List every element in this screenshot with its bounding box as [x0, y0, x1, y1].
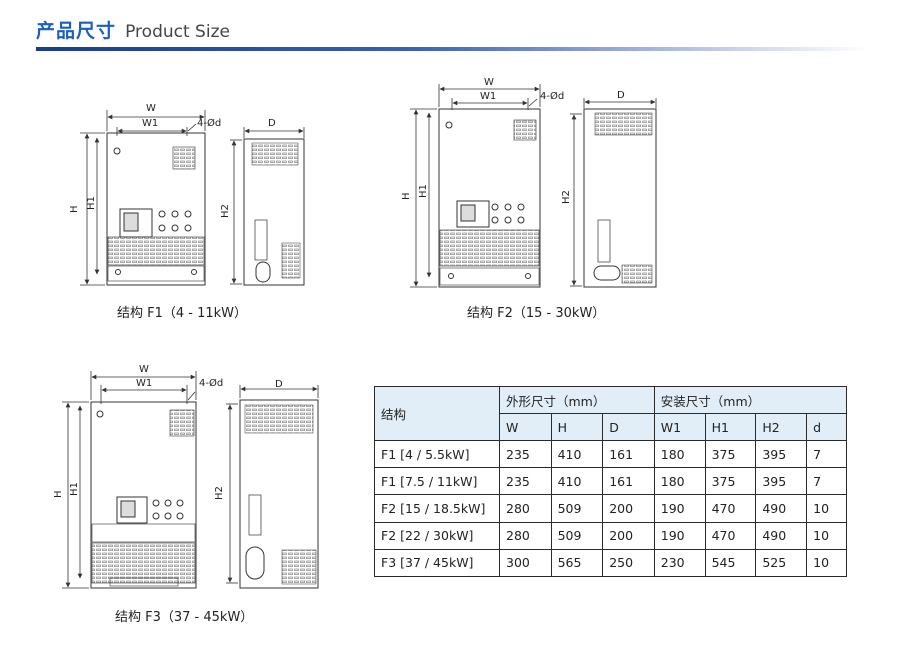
model-cell: F1 [4 / 5.5kW] — [374, 439, 500, 469]
outline-dims-header: 外形尺寸（mm） — [499, 386, 655, 414]
table-row: F1 [4 / 5.5kW] 235 410 161 180 375 395 7 — [374, 439, 847, 469]
f2-caption: 结构 F2（15 - 30kW） — [467, 306, 606, 321]
model-cell: F3 [37 / 45kW] — [374, 548, 500, 578]
structure-header: 结构 — [374, 386, 500, 441]
f2-dim-text: W W1 4-Ød D H H1 H2 — [401, 77, 625, 204]
col-header: d — [806, 413, 847, 441]
f3-label-w: W — [139, 364, 149, 375]
table-cell: 235 — [499, 467, 552, 496]
f2-label-h1: H1 — [418, 184, 429, 198]
table-cell: 280 — [499, 521, 552, 550]
table-cell: 375 — [704, 467, 757, 496]
f2-label-d: D — [617, 90, 625, 101]
f2-label-w: W — [484, 77, 494, 88]
table-cell: 230 — [653, 548, 706, 578]
f1-label-w: W — [146, 103, 156, 114]
model-cell: F1 [7.5 / 11kW] — [374, 467, 500, 496]
table-cell: 200 — [602, 521, 655, 550]
col-header: W1 — [653, 413, 706, 441]
section-header: 产品尺寸 Product Size — [36, 16, 230, 46]
f1-front-view — [106, 132, 206, 286]
table-cell: 161 — [602, 467, 655, 496]
col-header: H1 — [704, 413, 757, 441]
table-cell: 200 — [602, 494, 655, 523]
f1-caption: 结构 F1（4 - 11kW） — [117, 306, 248, 321]
table-cell: 490 — [755, 494, 808, 523]
table-cell: 10 — [806, 521, 847, 550]
f2-label-w1: W1 — [480, 91, 496, 102]
table-cell: 161 — [602, 439, 655, 469]
table-cell: 375 — [704, 439, 757, 469]
f3-dim-text: W W1 4-Ød D H H1 H2 — [53, 364, 283, 500]
f1-label-w1: W1 — [142, 118, 158, 129]
table-cell: 525 — [755, 548, 808, 578]
section-title-en: Product Size — [125, 22, 230, 42]
table-cell: 410 — [550, 467, 604, 496]
table-cell: 190 — [653, 494, 706, 523]
f3-dimension-lines — [62, 371, 319, 589]
table-cell: 250 — [602, 548, 655, 578]
table-cell: 470 — [704, 494, 757, 523]
col-header: D — [602, 413, 655, 441]
table-cell: 490 — [755, 521, 808, 550]
model-cell: F2 [15 / 18.5kW] — [374, 494, 500, 523]
header-divider — [36, 47, 868, 51]
f2-side-view — [583, 108, 657, 288]
table-row: F2 [15 / 18.5kW] 280 509 200 190 470 490… — [374, 494, 847, 523]
table-cell: 395 — [755, 467, 808, 496]
f1-label-h: H — [69, 205, 80, 213]
f3-label-h1: H1 — [69, 482, 80, 496]
f3-side-view — [239, 399, 319, 589]
f1-label-h1: H1 — [86, 196, 97, 210]
f2-dimension-lines — [410, 84, 657, 288]
f1-label-h2: H2 — [220, 204, 231, 218]
table-row: F2 [22 / 30kW] 280 509 200 190 470 490 1… — [374, 521, 847, 550]
f1-side-view — [243, 138, 305, 286]
col-header: H2 — [755, 413, 808, 441]
model-cell: F2 [22 / 30kW] — [374, 521, 500, 550]
f1-dim-text: W W1 4-Ød D H H1 H2 — [69, 103, 276, 218]
table-cell: 7 — [806, 467, 847, 496]
f3-label-d: D — [275, 379, 283, 390]
table-row: F3 [37 / 45kW] 300 565 250 230 545 525 1… — [374, 548, 847, 578]
table-row: F1 [7.5 / 11kW] 235 410 161 180 375 395 … — [374, 467, 847, 496]
table-cell: 10 — [806, 548, 847, 578]
f2-front-view — [438, 108, 541, 288]
table-cell: 395 — [755, 439, 808, 469]
table-cell: 509 — [550, 494, 604, 523]
mounting-dims-header: 安装尺寸（mm） — [653, 386, 848, 414]
table-cell: 7 — [806, 439, 847, 469]
f1-label-d: D — [268, 118, 276, 129]
table-cell: 410 — [550, 439, 604, 469]
col-header: H — [550, 413, 604, 441]
f1-dimension-lines — [80, 110, 305, 286]
table-cell: 10 — [806, 494, 847, 523]
table-cell: 300 — [499, 548, 552, 578]
f1-label-hole: 4-Ød — [197, 117, 221, 129]
table-cell: 180 — [653, 467, 706, 496]
table-cell: 565 — [550, 548, 604, 578]
table-cell: 545 — [704, 548, 757, 578]
col-header: W — [499, 413, 552, 441]
f3-label-w1: W1 — [136, 378, 152, 389]
table-cell: 470 — [704, 521, 757, 550]
f2-label-h: H — [401, 192, 412, 200]
table-cell: 280 — [499, 494, 552, 523]
size-spec-table: 结构 外形尺寸（mm） 安装尺寸（mm） W H D W1 H1 H2 d F1… — [374, 386, 848, 578]
f3-caption: 结构 F3（37 - 45kW） — [115, 610, 254, 625]
f2-label-hole: 4-Ød — [540, 90, 564, 102]
f2-label-h2: H2 — [561, 190, 572, 204]
table-cell: 509 — [550, 521, 604, 550]
table-cell: 180 — [653, 439, 706, 469]
section-title-cn: 产品尺寸 — [36, 20, 117, 42]
f3-label-hole: 4-Ød — [199, 377, 223, 389]
table-cell: 190 — [653, 521, 706, 550]
table-cell: 235 — [499, 439, 552, 469]
f3-label-h2: H2 — [214, 486, 225, 500]
f3-label-h: H — [53, 490, 64, 498]
f3-front-view — [90, 401, 197, 589]
